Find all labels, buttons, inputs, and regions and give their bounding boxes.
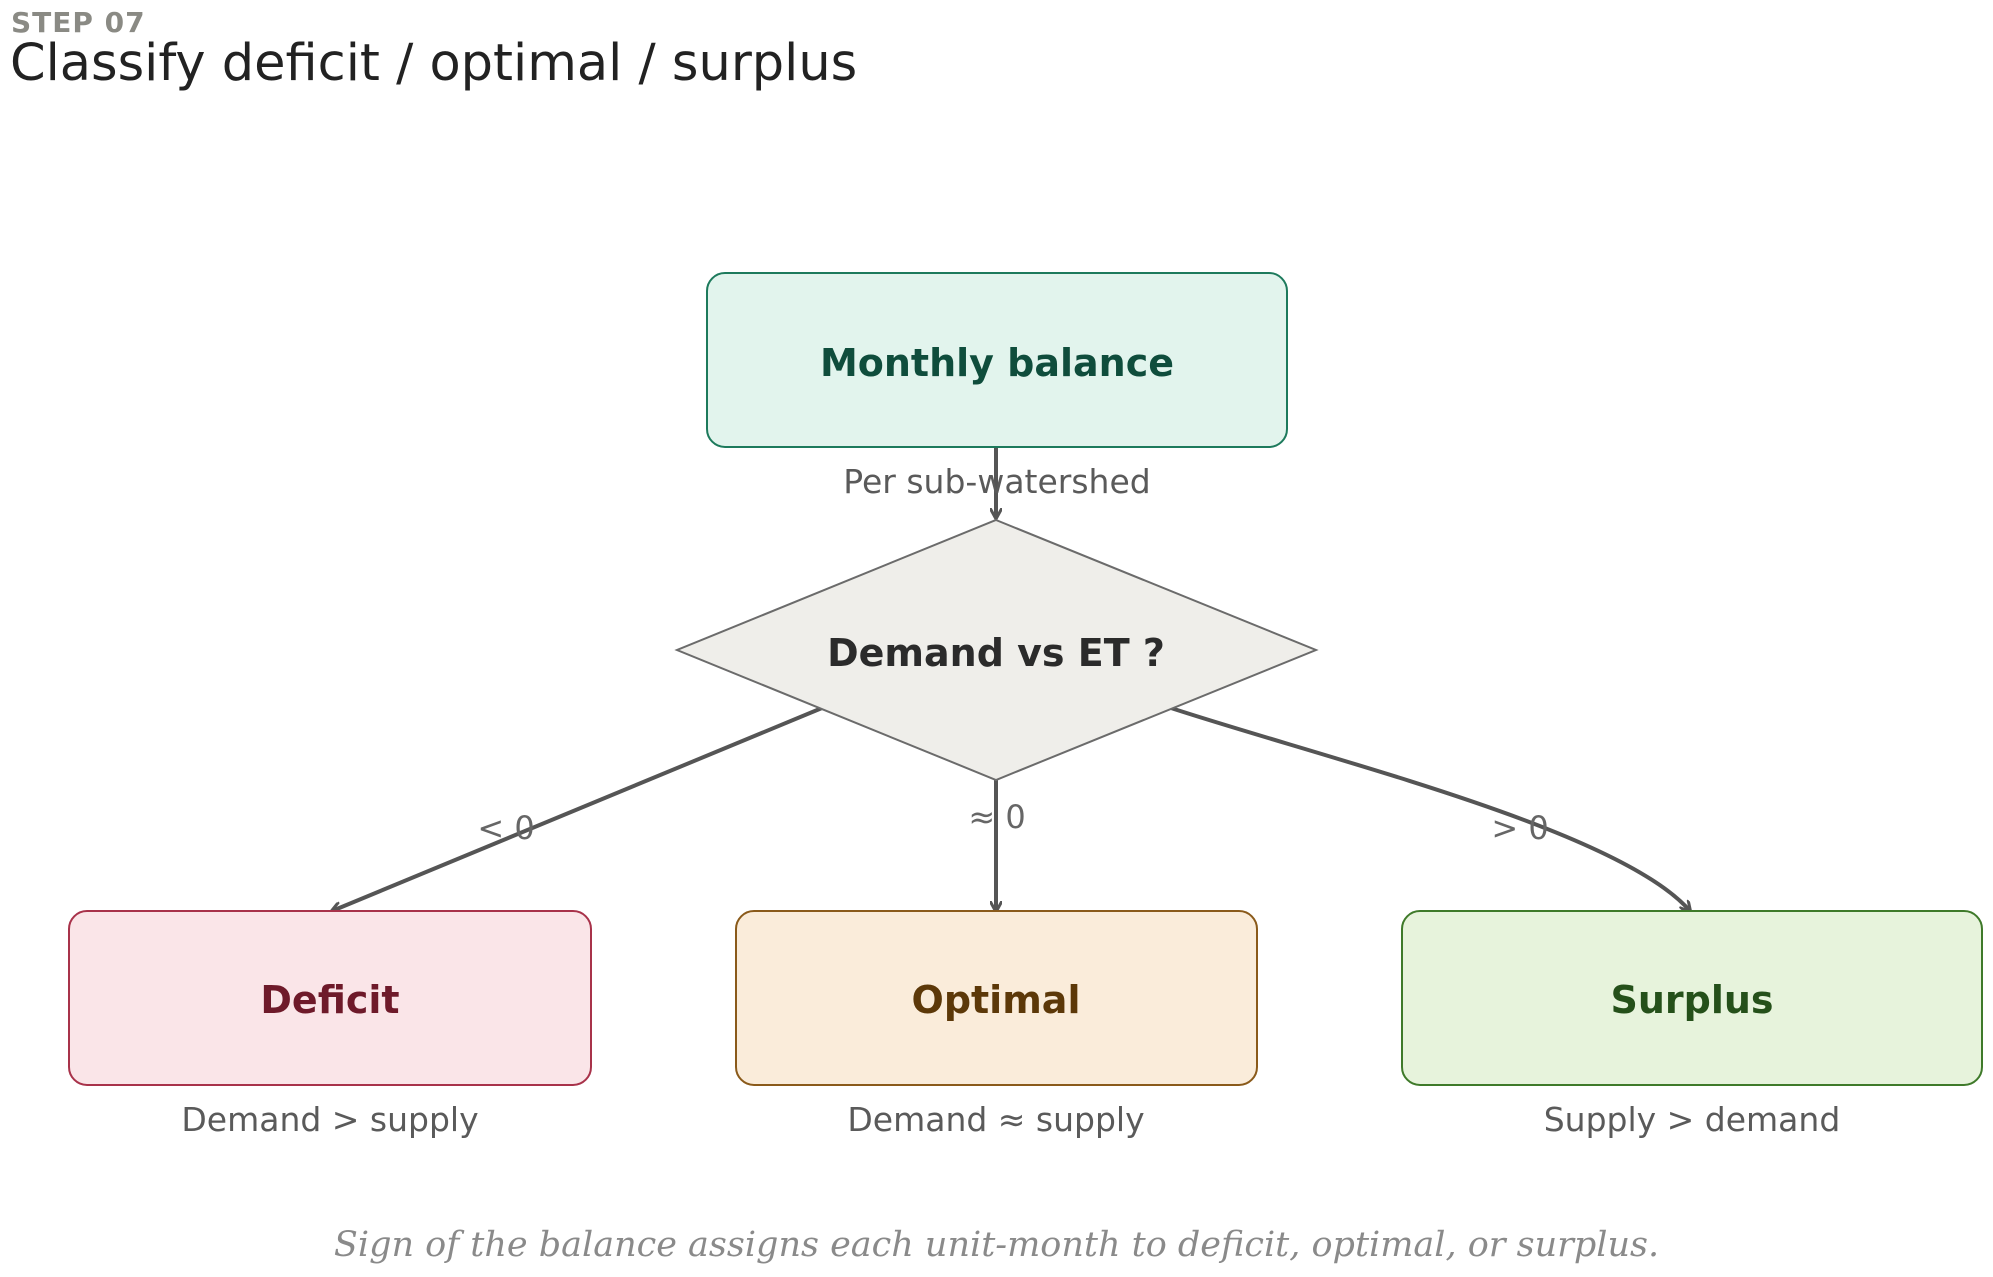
edge-label-surplus: > 0 bbox=[1491, 809, 1548, 847]
node-monthly-balance: Monthly balance bbox=[706, 272, 1288, 448]
edge-label-optimal: ≈ 0 bbox=[968, 798, 1025, 836]
surplus-sublabel: Supply > demand bbox=[1544, 1100, 1841, 1139]
deficit-label: Deficit bbox=[260, 978, 399, 1022]
step-label: STEP 07 bbox=[11, 6, 146, 39]
optimal-box bbox=[735, 910, 1258, 1086]
page-title: Classify deficit / optimal / surplus bbox=[10, 34, 858, 93]
surplus-box bbox=[1401, 910, 1983, 1086]
optimal-label: Optimal bbox=[912, 978, 1081, 1022]
deficit-sublabel: Demand > supply bbox=[181, 1100, 478, 1139]
node-surplus: Surplus bbox=[1401, 910, 1983, 1086]
node-deficit: Deficit bbox=[68, 910, 592, 1086]
node-optimal: Optimal bbox=[735, 910, 1258, 1086]
start-box bbox=[706, 272, 1288, 448]
caption: Sign of the balance assigns each unit-mo… bbox=[333, 1225, 1660, 1265]
decision-label: Demand vs ET ? bbox=[827, 631, 1165, 675]
surplus-label: Surplus bbox=[1610, 978, 1773, 1022]
deficit-box bbox=[68, 910, 592, 1086]
decision-diamond bbox=[674, 518, 1319, 782]
optimal-sublabel: Demand ≈ supply bbox=[847, 1100, 1144, 1139]
edges bbox=[332, 447, 1690, 911]
edge-label-deficit: < 0 bbox=[477, 809, 534, 847]
start-sublabel: Per sub-watershed bbox=[843, 462, 1150, 501]
edge-decision-to-surplus bbox=[1170, 706, 1690, 911]
start-label: Monthly balance bbox=[820, 341, 1174, 385]
edge-decision-to-deficit bbox=[332, 706, 823, 911]
node-decision: Demand vs ET ? bbox=[674, 518, 1319, 782]
